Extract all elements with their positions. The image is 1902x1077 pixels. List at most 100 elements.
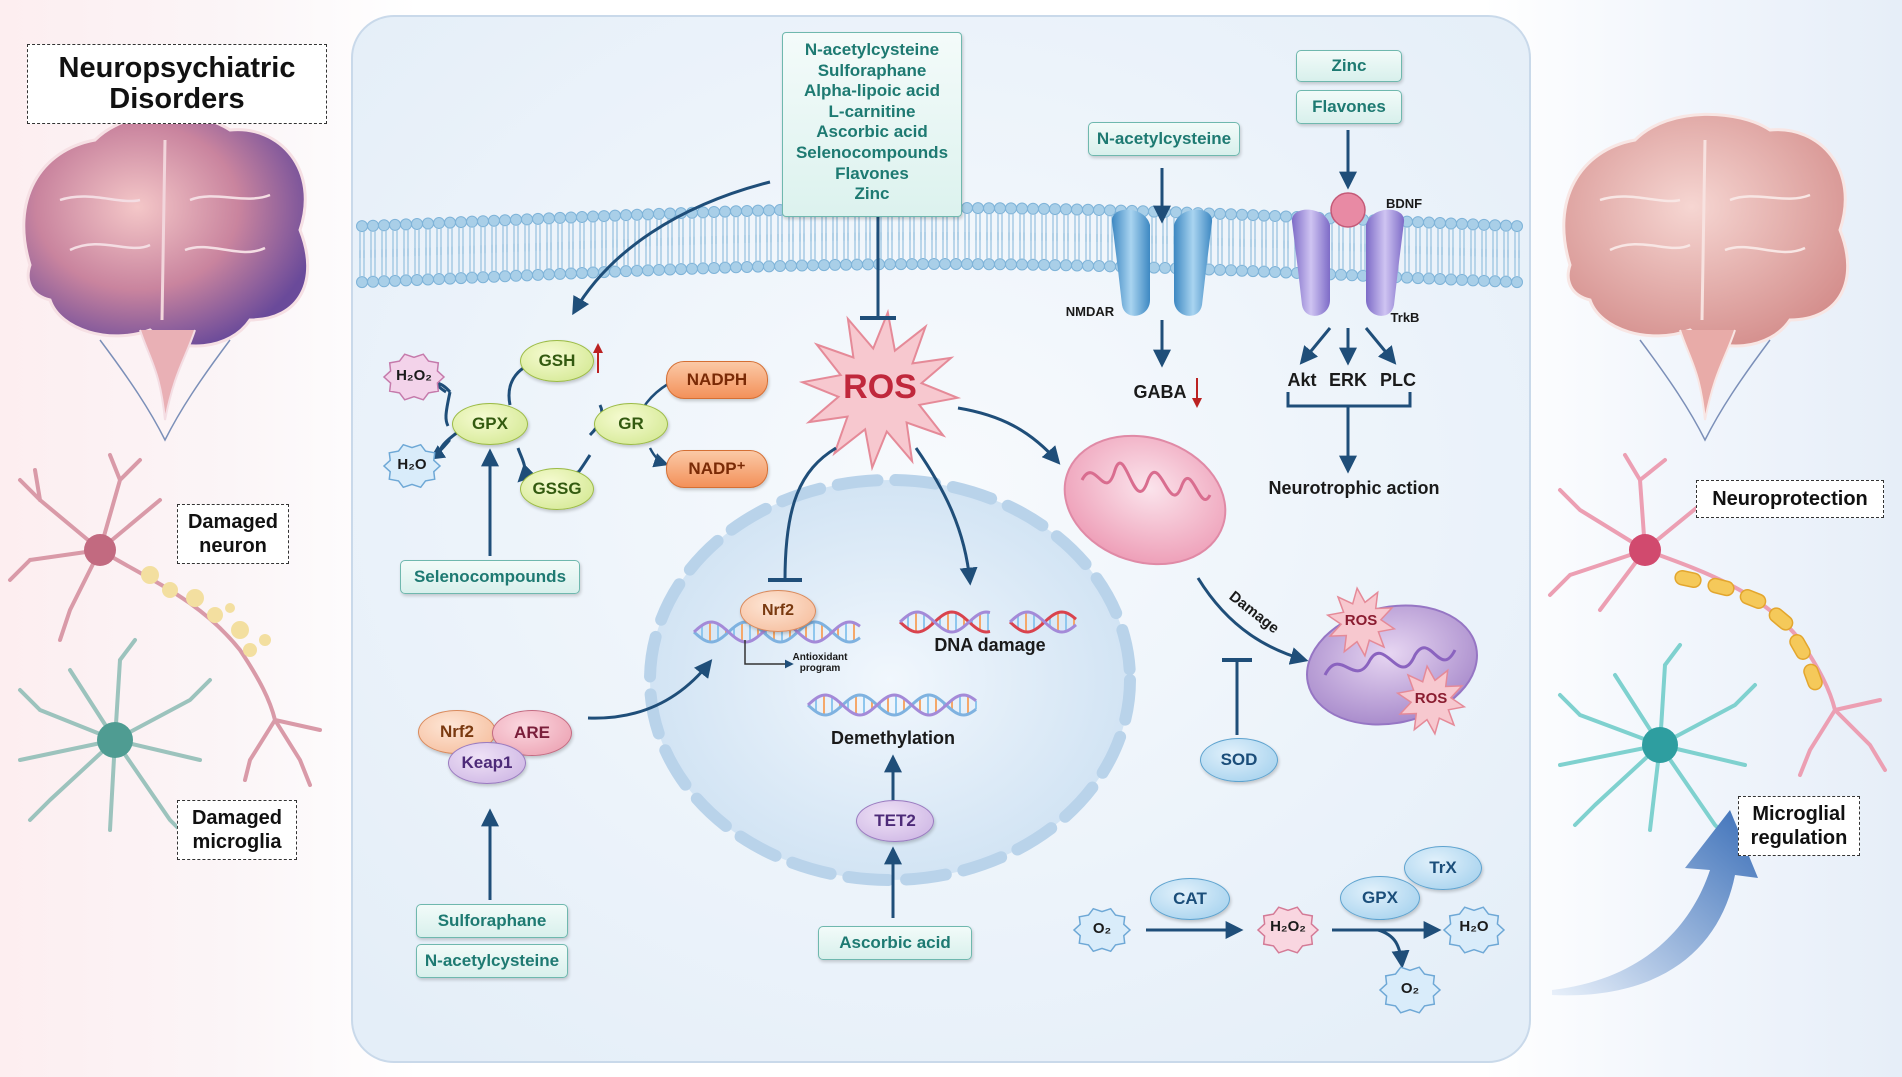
lipid-tail xyxy=(1074,233,1080,261)
bdnf-ligand-icon xyxy=(1330,192,1366,228)
lipid-head xyxy=(1280,266,1292,279)
damaged-neuron-label-box: Damaged neuron xyxy=(177,504,289,564)
lipid-tail xyxy=(1404,245,1410,273)
lipid-head xyxy=(477,271,489,284)
dna-damage-label: DNA damage xyxy=(934,635,1046,655)
lipid-head xyxy=(785,259,797,272)
lipid-head xyxy=(466,215,478,228)
lipid-head xyxy=(1082,203,1094,216)
lipid-head xyxy=(1500,275,1512,288)
lipid-head xyxy=(994,202,1006,215)
lipid-head xyxy=(708,261,720,274)
lipid-head xyxy=(1071,259,1083,272)
damaged-microglia-label-box: Damaged microglia xyxy=(177,800,297,860)
lipid-head xyxy=(1511,220,1523,233)
lipid-head xyxy=(1214,207,1226,220)
lipid-head xyxy=(994,258,1006,271)
drug-item: N-acetylcysteine xyxy=(804,40,940,59)
lipid-tail xyxy=(722,235,728,263)
dna-helix-icon xyxy=(806,693,977,717)
neuroprotection-label: Neuroprotection xyxy=(1712,487,1868,510)
lipid-head xyxy=(1104,204,1116,217)
lipid-head xyxy=(1225,264,1237,277)
lipid-head xyxy=(664,207,676,220)
lipid-head xyxy=(1445,273,1457,286)
lipid-tail xyxy=(1052,233,1058,261)
selenocompounds-box: Selenocompounds xyxy=(400,560,580,594)
lipid-head xyxy=(972,202,984,215)
gssg-node: GSSG xyxy=(520,468,594,510)
trkb-receptor-icon xyxy=(1291,192,1405,316)
lipid-tail xyxy=(480,245,486,273)
lipid-head xyxy=(763,260,775,273)
lipid-tail xyxy=(667,237,673,265)
lipid-head xyxy=(950,258,962,271)
lipid-head xyxy=(422,273,434,286)
lipid-head xyxy=(389,218,401,231)
lipid-tail xyxy=(1470,248,1476,276)
sod-node: SOD xyxy=(1200,738,1278,782)
pathway-arrows xyxy=(436,130,1442,969)
lipid-head xyxy=(851,258,863,271)
lipid-head xyxy=(642,264,654,277)
brain-healthy-icon xyxy=(1562,112,1850,442)
lipid-tail xyxy=(557,241,563,269)
nadp-node: NADP⁺ xyxy=(666,450,768,488)
lipid-head xyxy=(752,260,764,273)
ros-mito-label-1: ROS xyxy=(1344,612,1378,629)
lipid-tail xyxy=(689,236,695,264)
lipid-head xyxy=(1093,204,1105,217)
lipid-head xyxy=(378,275,390,288)
lipid-tail xyxy=(953,232,959,260)
lipid-head xyxy=(774,260,786,273)
lipid-tail xyxy=(678,237,684,265)
lipid-head xyxy=(1467,218,1479,231)
lipid-head xyxy=(730,205,742,218)
lipid-head xyxy=(565,211,577,224)
lipid-head xyxy=(356,276,368,289)
drug-item: Zinc xyxy=(854,184,890,204)
lipid-head xyxy=(378,219,390,232)
h2o2-label: H₂O₂ xyxy=(396,367,432,384)
lipid-tail xyxy=(645,238,651,266)
lipid-head xyxy=(1236,208,1248,221)
lipid-tail xyxy=(381,249,387,277)
lipid-head xyxy=(1148,205,1160,218)
lipid-head xyxy=(1060,259,1072,272)
lipid-head xyxy=(1225,208,1237,221)
lipid-head xyxy=(576,266,588,279)
lipid-tail xyxy=(942,232,948,260)
lipid-tail xyxy=(1415,246,1421,274)
lipid-head xyxy=(356,220,368,233)
lipid-head xyxy=(1038,258,1050,271)
lipid-tail xyxy=(909,232,915,260)
drug-item: Alpha-lipoic acid xyxy=(803,81,941,101)
lipid-head xyxy=(1049,259,1061,272)
lipid-head xyxy=(1478,218,1490,231)
healthy-neuron-icon xyxy=(1548,453,1887,777)
h2o-cat-label: H₂O xyxy=(1459,918,1489,935)
lipid-head xyxy=(521,269,533,282)
lipid-head xyxy=(587,210,599,223)
lipid-head xyxy=(488,270,500,283)
lipid-head xyxy=(697,262,709,275)
lipid-tail xyxy=(403,248,409,276)
sulforaphane-box: Sulforaphane xyxy=(416,904,568,938)
lipid-tail xyxy=(854,232,860,260)
mitochondrion-icon xyxy=(1063,434,1227,566)
damaged-microglia-line1: Damaged xyxy=(191,807,283,829)
lipid-head xyxy=(444,272,456,285)
lipid-head xyxy=(1423,272,1435,285)
dna-helix-icon xyxy=(898,610,991,634)
lipid-head xyxy=(444,216,456,229)
cat-node: CAT xyxy=(1150,878,1230,920)
lipid-head xyxy=(367,219,379,232)
lipid-tail xyxy=(1360,243,1366,271)
lipid-tail xyxy=(491,244,497,272)
lipid-head xyxy=(1258,209,1270,222)
lipid-head xyxy=(939,258,951,271)
lipid-head xyxy=(741,204,753,217)
lipid-head xyxy=(1269,210,1281,223)
lipid-tail xyxy=(425,247,431,275)
